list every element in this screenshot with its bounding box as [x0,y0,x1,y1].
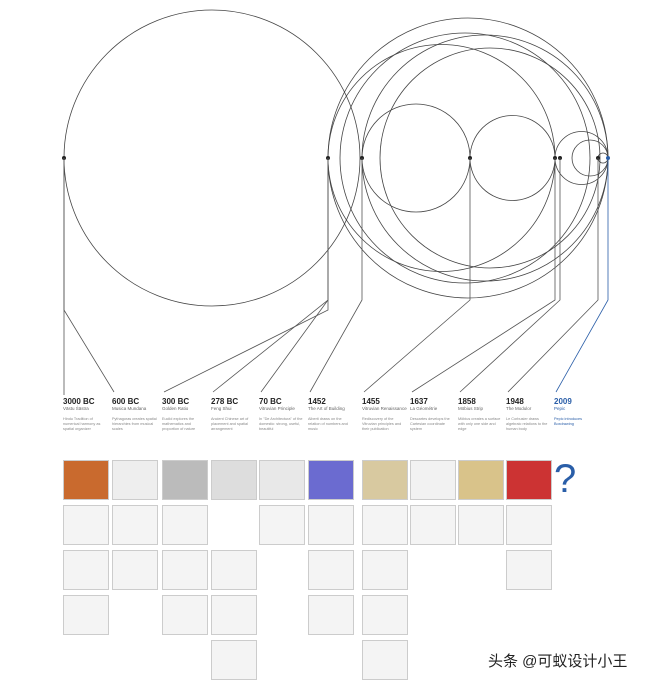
year: 2009 [554,397,572,406]
circle-diagram [62,9,610,395]
description: Pythagoras creates spatial hierarchies f… [112,417,157,431]
arc-circle [361,103,471,213]
description: Le Corbusier draws algebraic relations t… [506,417,548,431]
year: 70 BC [259,397,282,406]
year: 1637 [410,397,428,406]
year: 278 BC [211,397,239,406]
description: In "De Architectura" of the domestic: st… [259,417,303,431]
year: 1858 [458,397,476,406]
thumbnail-image [362,550,408,590]
thumbnail-image [259,460,305,500]
leader-line [309,158,363,393]
thumbnail-image [308,505,354,545]
leader-line [555,158,609,393]
description: Rediscovery of the Vitruvian principles … [362,417,402,431]
watermark: 头条 @可蚁设计小王 [488,653,628,670]
leader-line [459,158,561,393]
title: Vāstu Śāstra [63,406,89,411]
arc-circle [469,115,556,201]
arc-circle [63,9,361,307]
thumbnail-image [506,505,552,545]
thumbnail-image [211,550,257,590]
leader-line [507,158,599,393]
description: Ancient Chinese art of placement and spa… [211,417,249,431]
title: La Géométrie [410,406,438,411]
year: 300 BC [162,397,190,406]
title: The Art of Building [308,406,345,411]
description: Möbius creates a surface with only one s… [458,417,501,431]
leader-line [212,158,329,393]
leader-line [411,158,556,393]
thumbnail-image [308,595,354,635]
thumbnail-image [63,505,109,545]
year: 600 BC [112,397,140,406]
description: Pepic introduces Boxdrawing [554,417,583,426]
description: Hindu Tradition of numerical harmony as … [63,417,101,431]
leader-line [363,158,471,393]
arc-circle [379,47,601,269]
leader-line [63,158,115,393]
description: Euclid explores the mathematics and prop… [162,417,196,431]
year: 1452 [308,397,326,406]
description: Alberti draws on the relation of numbers… [308,417,348,431]
title: The Modulor [506,406,532,411]
thumbnail-image [259,505,305,545]
thumbnail-image [112,460,158,500]
thumbnail-image [162,460,208,500]
thumbnail-image [112,550,158,590]
thumbnail-image [506,550,552,590]
title: Vitruvian Renaissance [362,406,407,411]
title: Feng Shui [211,406,232,411]
thumbnail-image [362,640,408,680]
title: Pepic [554,406,566,411]
description: Descartes develops the Cartesian coordin… [410,417,450,431]
thumbnail-image [458,460,504,500]
thumbnail-image [211,595,257,635]
thumbnail-image [506,460,552,500]
thumbnail-image [362,505,408,545]
title: Vitruvian Principle [259,406,295,411]
thumbnail-image: ? [554,459,598,499]
arc-circle [361,34,609,282]
thumbnail-image [410,505,456,545]
thumbnail-image [458,505,504,545]
thumbnail-image [162,505,208,545]
thumbnail-image [112,505,158,545]
thumbnail-image [410,460,456,500]
leader-line [260,158,329,393]
thumbnail-image [308,550,354,590]
thumbnail-image [63,460,109,500]
year: 3000 BC [63,397,95,406]
year: 1455 [362,397,380,406]
title: Musica Mundana [112,406,147,411]
thumbnail-image [162,595,208,635]
year: 1948 [506,397,524,406]
title: Möbius Strip [458,406,484,411]
thumbnail-image [162,550,208,590]
thumbnail-image [308,460,354,500]
thumbnail-image [211,640,257,680]
thumbnail-image [211,460,257,500]
thumbnail-image [362,460,408,500]
title: Golden Ratio [162,406,189,411]
thumbnail-image [362,595,408,635]
leader-line [163,158,329,393]
thumbnail-image [63,595,109,635]
arc-circle [339,32,591,284]
thumbnail-image [63,550,109,590]
